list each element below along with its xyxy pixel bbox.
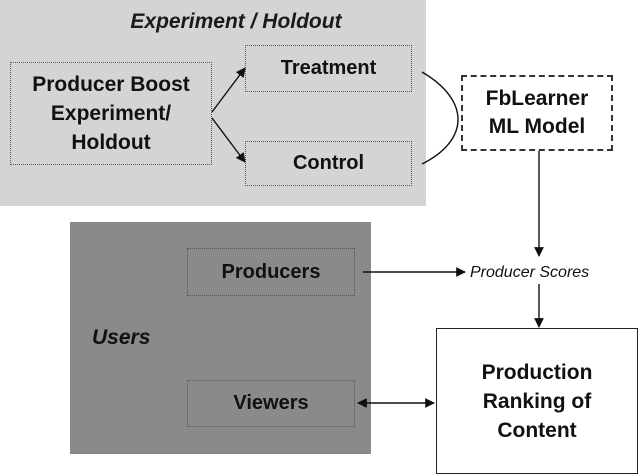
viewers-label: Viewers xyxy=(233,392,309,414)
users-panel xyxy=(70,222,371,454)
control-label: Control xyxy=(292,152,365,174)
producers-label: Producers xyxy=(221,260,321,283)
users-label: Users xyxy=(92,326,151,349)
boost-line-3: Holdout xyxy=(71,131,151,154)
producer-scores-label: Producer Scores xyxy=(470,264,590,281)
fblearner-model-box: FbLearner ML Model xyxy=(461,75,613,151)
treatment-control-bracket xyxy=(421,71,459,165)
boost-to-control-arrow xyxy=(211,117,246,163)
producers-box: Producers xyxy=(187,248,355,296)
boost-line-1: Producer Boost xyxy=(32,73,190,96)
boost-to-treatment-arrow xyxy=(211,67,246,113)
ranking-line-2: Ranking of xyxy=(482,389,592,413)
boost-line-2: Experiment/ xyxy=(50,102,172,125)
ranking-line-1: Production xyxy=(481,360,593,384)
experiment-holdout-panel xyxy=(0,0,426,206)
ranking-line-3: Content xyxy=(497,418,577,442)
viewers-box: Viewers xyxy=(187,380,355,427)
production-ranking-box: Production Ranking of Content xyxy=(436,328,638,474)
model-line-1: FbLearner xyxy=(485,87,589,110)
treatment-label: Treatment xyxy=(280,57,377,79)
model-line-2: ML Model xyxy=(488,115,586,138)
control-box: Control xyxy=(245,141,412,186)
experiment-panel-title: Experiment / Holdout xyxy=(130,10,342,33)
producer-boost-box: Producer Boost Experiment/ Holdout xyxy=(10,62,212,165)
